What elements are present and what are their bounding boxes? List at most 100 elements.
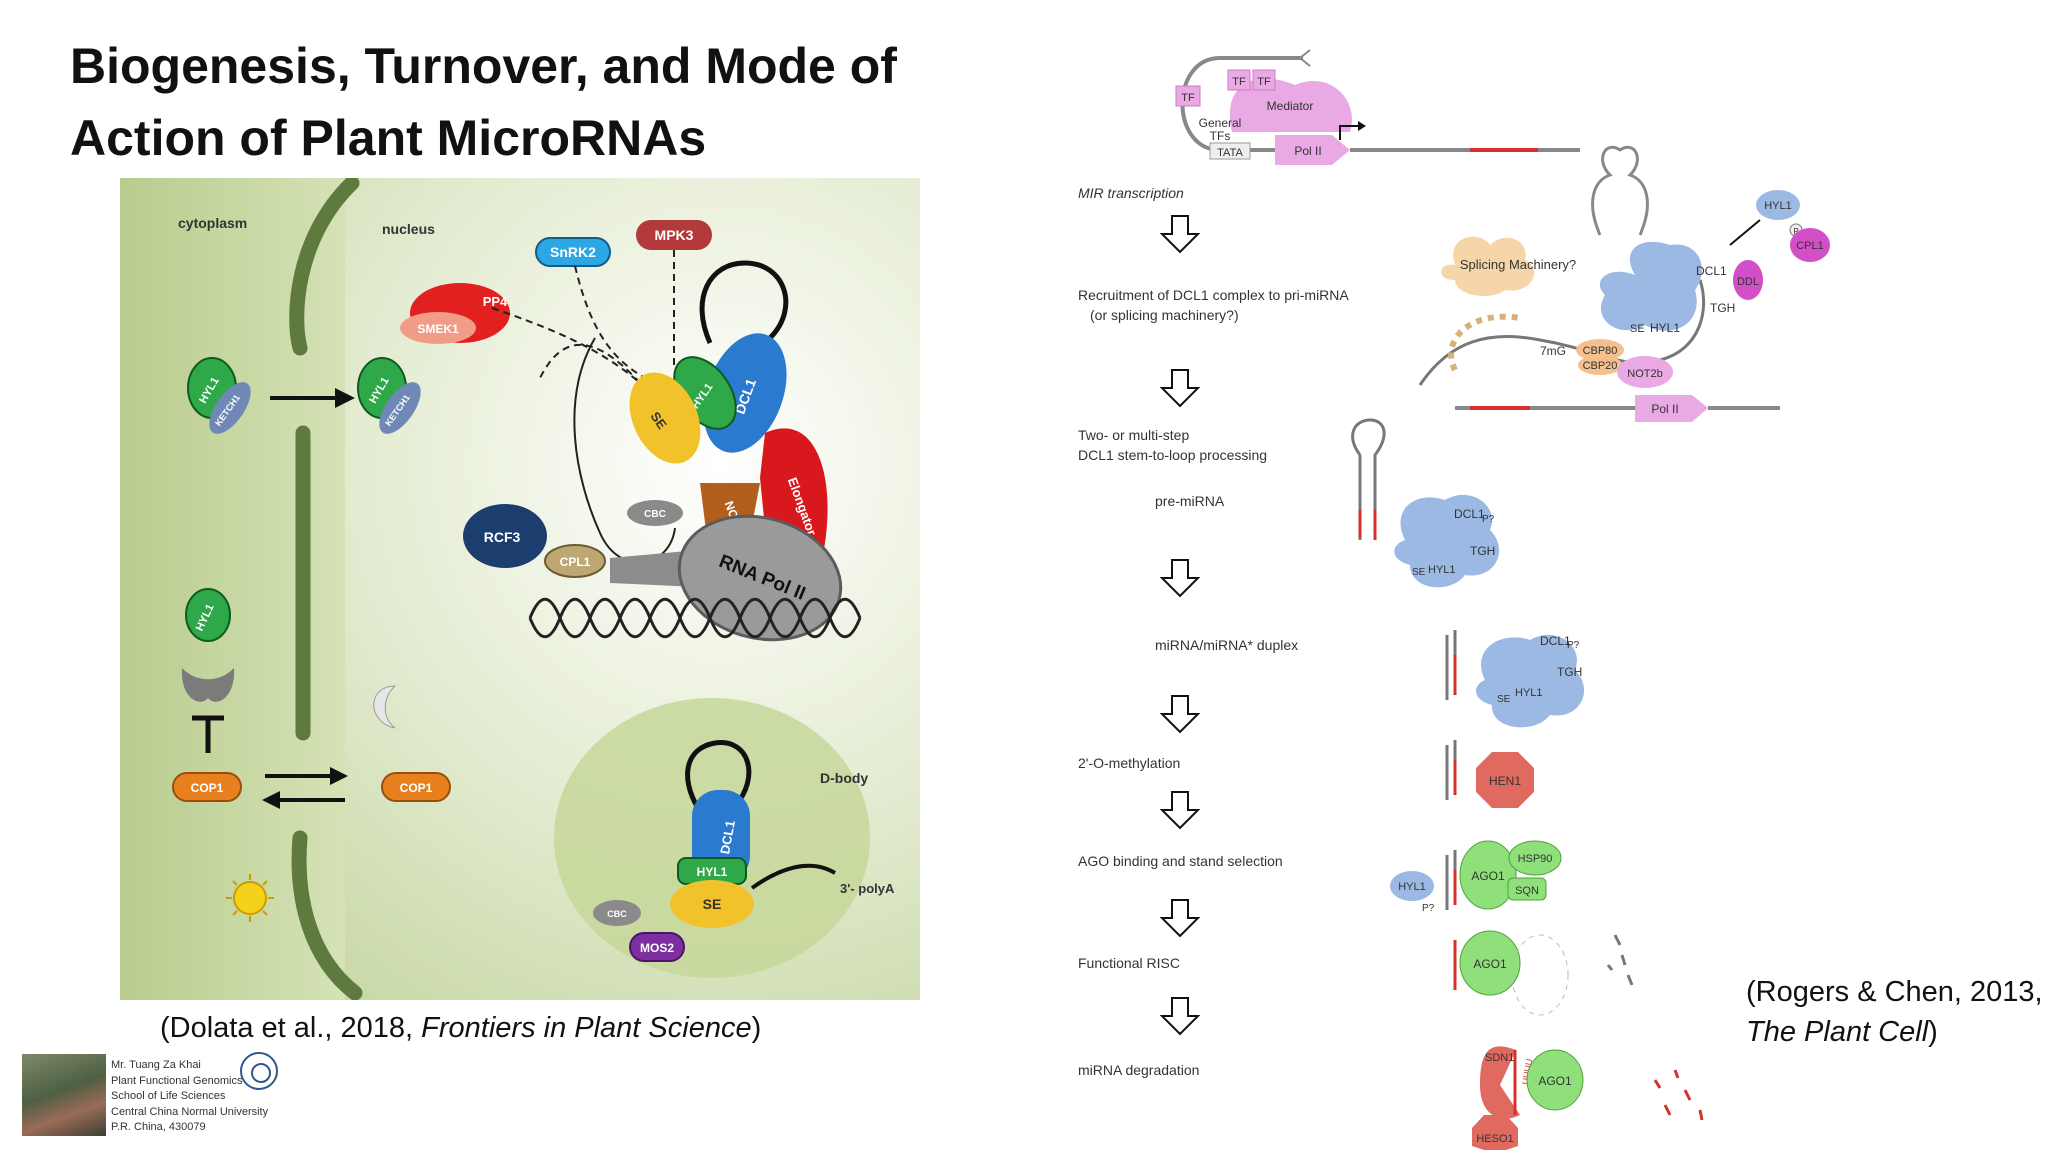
- author-credit: Mr. Tuang Za Khai Plant Functional Genom…: [111, 1058, 291, 1136]
- right-caption-prefix: (Rogers & Chen, 2013,: [1746, 976, 2043, 1008]
- pq-ago-label: P?: [1422, 903, 1435, 914]
- pre-mirna-red-region: [1358, 510, 1377, 540]
- cbc-protein: [627, 500, 683, 526]
- cap-label: 7mG: [1540, 344, 1566, 358]
- hyl1-degraded-protein: [185, 588, 231, 642]
- hyl1-pre-label: HYL1: [1428, 564, 1456, 576]
- mediator-complex: [1229, 78, 1352, 132]
- se-protein: [629, 372, 701, 464]
- hen1-protein: [1476, 752, 1534, 808]
- cop1-cyto-protein: [172, 772, 242, 802]
- ago1-risc-label: AGO1: [1473, 957, 1507, 971]
- credit-line-university: Central China Normal University: [111, 1105, 269, 1118]
- hyl1-phospho-label: HYL1: [1764, 200, 1792, 212]
- left-figure: cytoplasm nucleus SnRK2 MPK3 PP4 SMEK1 D…: [120, 178, 920, 1000]
- se-pre-label: SE: [1412, 567, 1426, 578]
- tf-label-1: TF: [1232, 76, 1246, 88]
- flow-arrow-7: [1159, 997, 1201, 1036]
- flow-arrow-3: [1159, 559, 1201, 598]
- sun-icon: [233, 881, 267, 915]
- not2b-label: NOT2b: [1627, 368, 1662, 380]
- cpl1-right-protein: [1790, 228, 1830, 262]
- left-caption-suffix: ): [751, 1012, 762, 1044]
- step-mir-transcription: MIR transcription: [1078, 185, 1184, 201]
- ddl-label: DDL: [1737, 276, 1759, 288]
- protease-icon: [181, 668, 235, 702]
- pol-ii-recruit: [1635, 395, 1708, 422]
- passenger-fragments: [1606, 934, 1634, 986]
- hyl1-ago-label: HYL1: [1398, 881, 1426, 893]
- heso1-label: HESO1: [1476, 1133, 1513, 1145]
- se-duplex-label: SE: [1497, 694, 1511, 705]
- right-caption-suffix: ): [1928, 1016, 1938, 1048]
- ketch1-cyto-protein: [209, 382, 251, 434]
- cop1-cyto-label: COP1: [191, 781, 224, 795]
- pre-mirna-hairpin: [1351, 418, 1386, 540]
- splicing-link: [1448, 313, 1521, 372]
- tgh-duplex-label: TGH: [1557, 665, 1582, 679]
- risc-dashed-partner: [1511, 934, 1569, 1016]
- pol-ii-promoter: [1275, 135, 1350, 165]
- smek1-label: SMEK1: [417, 322, 459, 336]
- step-pre-mirna: pre-miRNA: [1155, 493, 1225, 509]
- general-label: General: [1199, 116, 1242, 130]
- ago1-degradation-label: AGO1: [1538, 1074, 1572, 1088]
- sqn-protein: [1507, 877, 1547, 901]
- flow-arrow-4: [1159, 695, 1201, 734]
- pq-duplex-label: P?: [1567, 640, 1580, 651]
- credit-line-name: Mr. Tuang Za Khai: [111, 1059, 201, 1071]
- nuclear-envelope-top: [289, 178, 360, 356]
- right-figure: TF TF TF Mediator General TFs TATA Pol I…: [1078, 49, 1830, 1150]
- hyl1-recruit-label: HYL1: [1650, 321, 1680, 335]
- heso1-protein: [1472, 1115, 1518, 1150]
- mos2-label: MOS2: [640, 941, 674, 955]
- polya-label: 3'- polyA: [840, 881, 895, 896]
- mpk3-protein: [636, 220, 712, 250]
- sdn1-label: SDN1: [1485, 1052, 1514, 1064]
- dbody-rna-loop: [685, 740, 752, 810]
- ddl-protein: [1733, 260, 1763, 300]
- smek1-protein: [400, 312, 476, 344]
- ago1-degradation-protein: [1526, 1049, 1584, 1111]
- flow-arrow-2: [1159, 369, 1201, 408]
- mos2-protein: [629, 932, 685, 962]
- university-logo-icon: [240, 1052, 278, 1090]
- right-figure-caption: (Rogers & Chen, 2013, The Plant Cell): [1746, 972, 2046, 1052]
- step-multistep-2: DCL1 stem-to-loop processing: [1078, 447, 1267, 463]
- cytoplasm-background: [120, 178, 345, 1000]
- rcf3-protein: [463, 504, 547, 568]
- mpk3-label: MPK3: [655, 227, 694, 243]
- hyl1-ago-protein: [1390, 871, 1434, 901]
- left-caption-journal: Frontiers in Plant Science: [421, 1012, 752, 1044]
- tf-box-3: [1175, 85, 1201, 107]
- tf-box-2: [1252, 69, 1276, 91]
- dcl1-pre-label: DCL1: [1454, 507, 1485, 521]
- splicing-machinery-label: Splicing Machinery?: [1460, 257, 1576, 272]
- slide-title: Biogenesis, Turnover, and Mode of Action…: [70, 38, 897, 166]
- mediator-label: Mediator: [1267, 99, 1314, 113]
- cytoplasm-label: cytoplasm: [178, 215, 247, 231]
- hsp90-protein: [1508, 840, 1562, 876]
- pol-ii-promoter-label: Pol II: [1294, 144, 1321, 158]
- pp4-link: [491, 307, 641, 384]
- rcf3-label: RCF3: [484, 529, 521, 545]
- snrk2-label: SnRK2: [550, 244, 596, 260]
- dcl1-complex-recruit: [1599, 241, 1702, 331]
- sdn1-protein: [1480, 1046, 1520, 1119]
- cbp20-protein: [1578, 355, 1622, 375]
- cop1-nuc-label: COP1: [400, 781, 433, 795]
- step-methylation: 2'-O-methylation: [1078, 755, 1180, 771]
- pp4-label: PP4: [483, 294, 508, 309]
- credit-line-school: School of Life Sciences: [111, 1090, 226, 1102]
- not2b-protein: [1617, 356, 1673, 388]
- splicing-machinery-cloud: [1441, 236, 1535, 297]
- ketch1-nuc-protein: [379, 382, 421, 434]
- cbc-label: CBC: [644, 509, 666, 520]
- step-recruitment-2: (or splicing machinery?): [1090, 307, 1239, 323]
- cpl1-label: CPL1: [560, 555, 591, 569]
- dbody-se-label: SE: [703, 896, 722, 912]
- dbody-cbc-protein: [593, 900, 641, 926]
- sun-rays-icon: [226, 874, 274, 922]
- cbp20-label: CBP20: [1583, 360, 1618, 372]
- pq-pre-label: P?: [1482, 514, 1495, 525]
